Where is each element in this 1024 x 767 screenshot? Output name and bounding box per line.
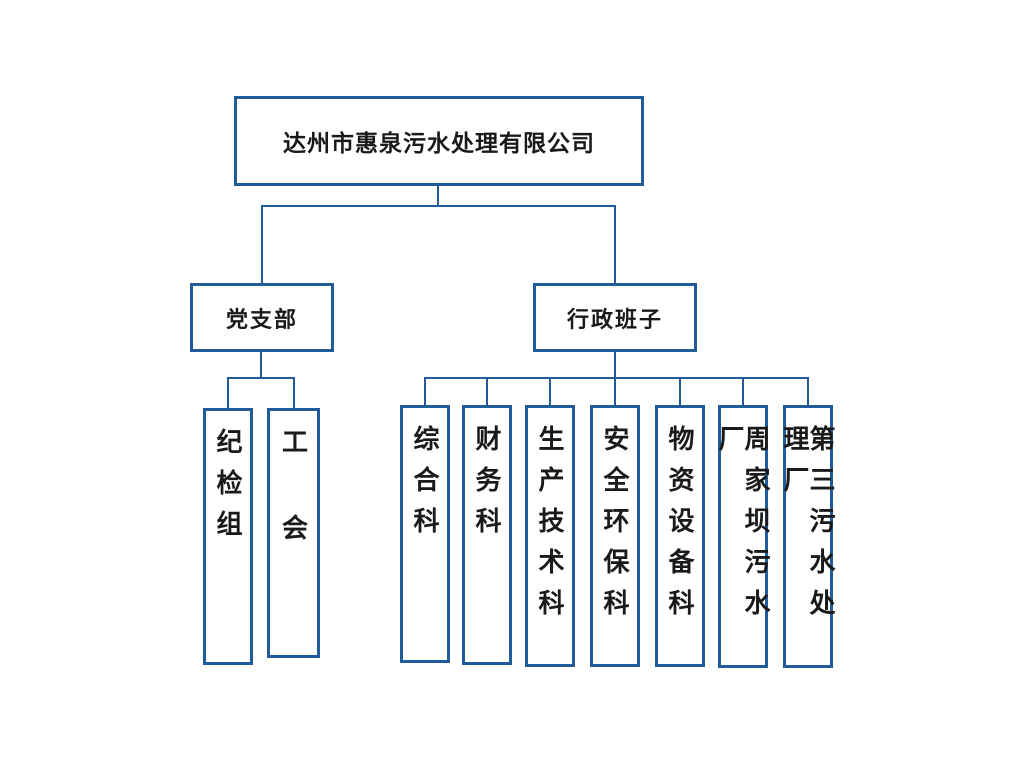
- org-node-safety-env-section: 安全环保科: [590, 405, 640, 667]
- connector-to-admin-team: [614, 205, 616, 283]
- org-node-general-office: 综合科: [400, 405, 450, 663]
- org-node-company-label: 达州市惠泉污水处理有限公司: [283, 130, 595, 156]
- connector-to-party-branch: [261, 205, 263, 283]
- org-node-general-office-label: 综合科: [410, 425, 440, 548]
- org-node-admin-team-label: 行政班子: [566, 306, 663, 332]
- org-node-discipline-inspection-label: 纪检组: [213, 428, 243, 551]
- org-node-third-sewage-plant-label: 第三污水处理厂: [780, 425, 836, 630]
- connector-to-dept-6: [742, 377, 744, 405]
- connector-party-stem: [260, 352, 262, 379]
- connector-level1-horizontal: [261, 205, 616, 207]
- org-node-party-branch: 党支部: [190, 283, 334, 352]
- connector-to-discipline: [227, 377, 229, 408]
- org-node-finance-section-label: 财务科: [472, 425, 502, 548]
- connector-root-stem: [437, 186, 439, 207]
- org-node-materials-equipment-section-label: 物资设备科: [665, 425, 695, 630]
- org-node-safety-env-section-label: 安全环保科: [600, 425, 630, 630]
- connector-to-dept-4: [614, 377, 616, 405]
- connector-to-dept-3: [549, 377, 551, 405]
- connector-admin-horizontal: [424, 377, 809, 379]
- org-node-company: 达州市惠泉污水处理有限公司: [234, 96, 644, 186]
- org-node-finance-section: 财务科: [462, 405, 512, 665]
- org-node-labor-union: 工 会: [267, 408, 320, 658]
- connector-party-horizontal: [227, 377, 295, 379]
- org-node-labor-union-label: 工 会: [278, 428, 309, 555]
- org-node-zhoujiaba-plant-label: 周家坝污水厂: [715, 425, 771, 630]
- org-node-admin-team: 行政班子: [533, 283, 697, 352]
- connector-admin-stem: [614, 352, 616, 379]
- connector-to-dept-5: [679, 377, 681, 405]
- org-node-third-sewage-plant: 第三污水处理厂: [780, 405, 836, 668]
- connector-to-dept-2: [486, 377, 488, 405]
- org-node-party-branch-label: 党支部: [225, 306, 298, 332]
- connector-to-union: [293, 377, 295, 408]
- org-node-zhoujiaba-plant: 周家坝污水厂: [715, 405, 771, 668]
- org-node-production-tech-section: 生产技术科: [525, 405, 575, 667]
- org-node-materials-equipment-section: 物资设备科: [655, 405, 705, 667]
- connector-to-dept-7: [807, 377, 809, 405]
- org-node-discipline-inspection: 纪检组: [203, 408, 253, 665]
- org-node-production-tech-section-label: 生产技术科: [535, 425, 565, 630]
- connector-to-dept-1: [424, 377, 426, 405]
